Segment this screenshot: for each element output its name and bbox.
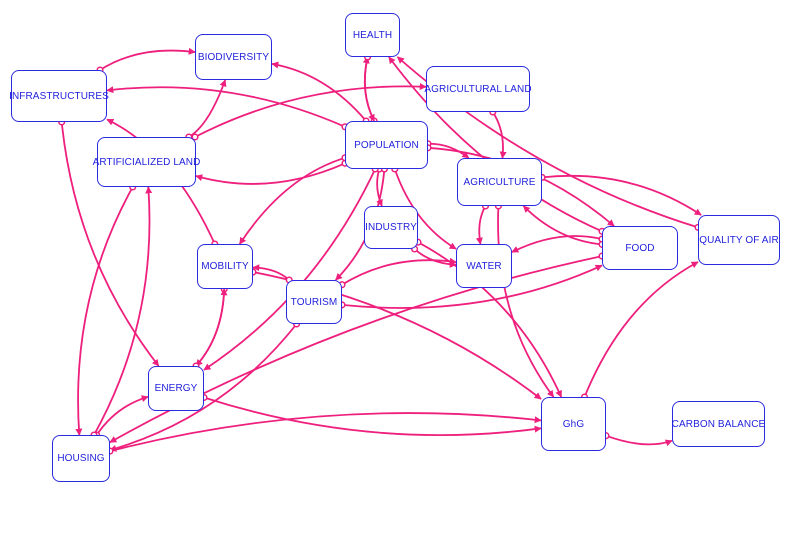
- node-label: HOUSING: [57, 453, 105, 464]
- node-label: BIODIVERSITY: [197, 51, 270, 63]
- node-agriculture: AGRICULTURE: [457, 158, 542, 206]
- node-industry: INDUSTRY: [364, 206, 418, 249]
- node-label: AGRICULTURAL LAND: [424, 83, 532, 95]
- node-tourism: TOURISM: [286, 280, 342, 324]
- edge-agriculture-to-ghg: [497, 205, 555, 398]
- node-health: HEALTH: [345, 13, 400, 57]
- edge-food-to-water: [511, 235, 603, 253]
- edge-health-to-population: [363, 56, 376, 122]
- edge-population-to-artificialized_land: [195, 162, 346, 185]
- node-ghg: GhG: [541, 397, 606, 451]
- node-label: INFRASTRUCTURES: [9, 90, 109, 102]
- edge-energy-to-ghg: [203, 396, 542, 436]
- node-label: QUALITY OF AIR: [699, 234, 779, 246]
- edge-artificialized_land-to-housing: [75, 186, 134, 436]
- node-infrastructures: INFRASTRUCTURES: [9, 70, 109, 122]
- edge-ghg-to-carbon_balance: [605, 434, 673, 447]
- edge-tourism-to-water: [341, 257, 457, 286]
- node-label: POPULATION: [354, 139, 419, 151]
- edge-population-to-water: [393, 168, 457, 250]
- node-label: AGRICULTURE: [463, 176, 536, 188]
- edge-housing-to-ghg: [109, 412, 542, 452]
- edge-artificialized_land-to-agricultural_land: [194, 83, 427, 138]
- edge-energy-to-mobility: [195, 288, 228, 367]
- edge-population-to-mobility: [238, 156, 346, 245]
- edge-agriculture-to-water: [475, 205, 487, 245]
- edge-agricultural_land-to-agriculture: [492, 111, 507, 159]
- edge-agriculture-to-quality_of_air: [541, 174, 702, 216]
- node-label: ARTIFICIALIZED LAND: [92, 156, 201, 168]
- node-label: HEALTH: [352, 29, 393, 41]
- edge-infrastructures-to-biodiversity: [99, 47, 196, 71]
- node-label: INDUSTRY: [365, 222, 417, 233]
- edge-tourism-to-food: [341, 264, 603, 309]
- node-population: POPULATION: [345, 121, 428, 169]
- node-label: WATER: [466, 260, 502, 272]
- edge-ghg-to-quality_of_air: [583, 261, 699, 398]
- node-housing: HOUSING: [52, 435, 110, 482]
- node-quality-of-air: QUALITY OF AIR: [698, 215, 780, 265]
- edge-tourism-to-housing: [109, 323, 298, 452]
- node-food: FOOD: [602, 226, 678, 270]
- edge-industry-to-ghg: [417, 241, 563, 398]
- node-energy: ENERGY: [148, 366, 204, 411]
- edge-infrastructures-to-energy: [60, 121, 160, 367]
- node-mobility: MOBILITY: [197, 244, 253, 289]
- node-label: MOBILITY: [201, 261, 249, 272]
- node-label: TOURISM: [290, 296, 338, 308]
- edge-population-to-biodiversity: [271, 61, 367, 122]
- node-label: ENERGY: [154, 383, 198, 394]
- node-carbon-balance: CARBON BALANCE: [672, 401, 765, 447]
- node-water: WATER: [456, 244, 512, 288]
- edge-housing-to-artificialized_land: [93, 186, 153, 436]
- edge-mobility-to-energy: [195, 288, 226, 367]
- node-agricultural-land: AGRICULTURAL LAND: [424, 66, 532, 112]
- node-label: GhG: [562, 418, 585, 430]
- edge-population-to-infrastructures: [106, 86, 346, 128]
- node-artificialized-land: ARTIFICIALIZED LAND: [93, 137, 200, 187]
- node-label: CARBON BALANCE: [671, 418, 766, 430]
- node-biodiversity: BIODIVERSITY: [195, 34, 272, 80]
- edge-housing-to-energy: [95, 395, 149, 436]
- node-label: FOOD: [625, 242, 655, 254]
- edge-food-to-agriculture: [522, 205, 603, 246]
- edge-population-to-agriculture: [427, 142, 470, 159]
- edge-artificialized_land-to-biodiversity: [188, 79, 227, 138]
